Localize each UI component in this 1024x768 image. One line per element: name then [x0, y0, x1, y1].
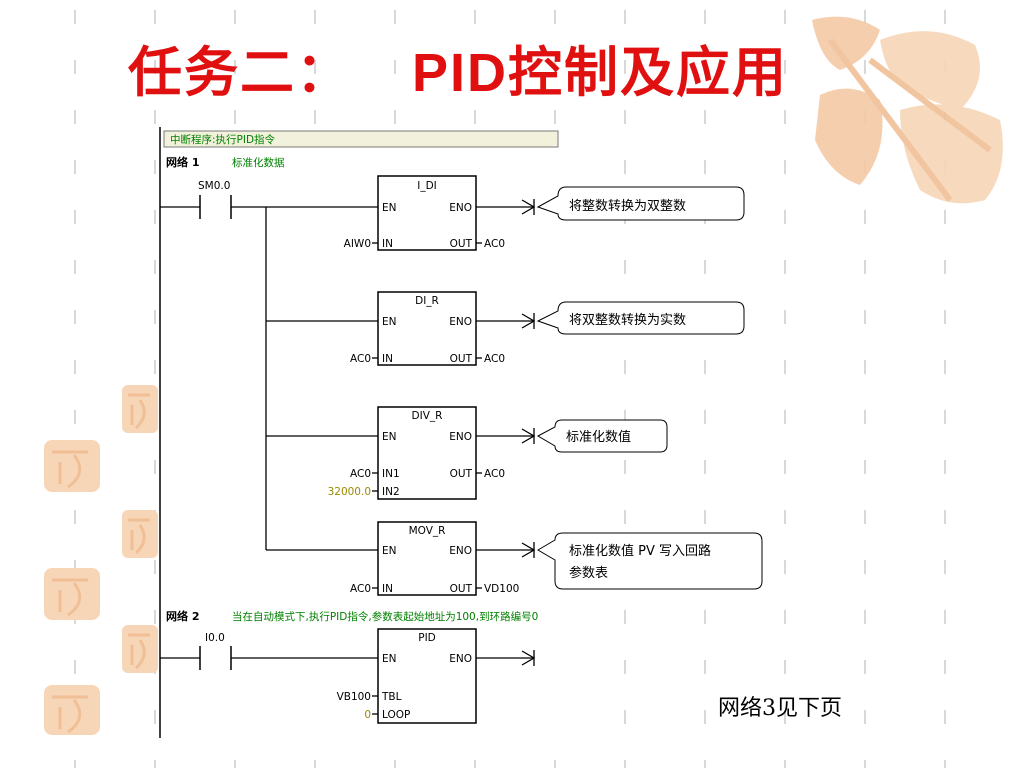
- out-value: AC0: [484, 468, 505, 480]
- pin-en: EN: [382, 202, 397, 214]
- eno-arrow-icon: [521, 542, 536, 558]
- in-value: AIW0: [344, 238, 371, 250]
- pin-eno: ENO: [449, 545, 472, 557]
- in2-value: 32000.0: [328, 486, 371, 498]
- pin-out: OUT: [450, 353, 473, 365]
- network1-comment: 标准化数据: [232, 156, 285, 169]
- network2-contact-address: I0.0: [205, 632, 225, 644]
- pin-in: IN: [382, 238, 393, 250]
- pin-eno: ENO: [449, 202, 472, 214]
- pin-loop: LOOP: [382, 709, 410, 721]
- title-topic: PID控制及应用: [412, 43, 789, 103]
- pin-en: EN: [382, 316, 397, 328]
- watermark-seal-large: [812, 16, 1003, 204]
- function-block-di-r[interactable]: DI_R EN ENO IN OUT: [377, 291, 477, 366]
- callout-text-line1: 标准化数值 PV 写入回路: [569, 543, 711, 559]
- callout-3: 标准化数值: [536, 419, 668, 453]
- callout-2: 将双整数转换为实数: [536, 301, 745, 335]
- in-value: AC0: [350, 353, 371, 365]
- in1-value: AC0: [350, 468, 371, 480]
- function-block-pid[interactable]: PID EN ENO TBL LOOP: [377, 628, 477, 724]
- pin-out: OUT: [450, 468, 473, 480]
- network2-comment: 当在自动模式下,执行PID指令,参数表起始地址为100,到环路编号0: [232, 610, 538, 623]
- network1-contact-address: SM0.0: [198, 180, 230, 192]
- network1-contact[interactable]: [160, 195, 378, 219]
- loop-value: 0: [364, 709, 371, 721]
- network1-label: 网络 1: [166, 155, 199, 169]
- callout-4: 标准化数值 PV 写入回路 参数表: [537, 532, 763, 590]
- block-title: PID: [418, 632, 436, 644]
- pin-en: EN: [382, 431, 397, 443]
- pin-tbl: TBL: [381, 691, 402, 703]
- block-title: MOV_R: [409, 525, 446, 537]
- network2-contact[interactable]: [160, 646, 378, 670]
- pin-in: IN: [382, 353, 393, 365]
- ladder-panel: [158, 127, 558, 739]
- in-value: AC0: [350, 583, 371, 595]
- footer-note: 网络3见下页: [718, 696, 842, 721]
- pin-in: IN: [382, 583, 393, 595]
- pin-eno: ENO: [449, 653, 472, 665]
- pin-out: OUT: [450, 238, 473, 250]
- pin-en: EN: [382, 653, 397, 665]
- out-value: AC0: [484, 353, 505, 365]
- block-title: I_DI: [417, 180, 437, 192]
- function-block-div-r[interactable]: DIV_R EN ENO IN1 OUT IN2: [377, 406, 477, 500]
- pin-eno: ENO: [449, 316, 472, 328]
- subroutine-header: 中断程序:执行PID指令: [170, 133, 276, 146]
- block-title: DIV_R: [412, 410, 443, 422]
- callout-text-line2: 参数表: [569, 565, 608, 581]
- callout-text: 标准化数值: [566, 429, 631, 445]
- watermark-seal-small: [44, 385, 158, 735]
- eno-arrow-icon: [521, 428, 536, 444]
- callout-text: 将整数转换为双整数: [569, 199, 686, 214]
- subroutine-header-bar: [163, 130, 559, 148]
- callout-1: 将整数转换为双整数: [536, 186, 745, 221]
- network2-label: 网络 2: [166, 609, 199, 623]
- function-block-i-di[interactable]: I_DI EN ENO IN OUT: [377, 175, 477, 251]
- slide-title: 任务二： PID控制及应用: [128, 28, 788, 107]
- pin-in1: IN1: [382, 468, 400, 480]
- eno-arrow-icon: [521, 313, 536, 329]
- pin-en: EN: [382, 545, 397, 557]
- function-block-mov-r[interactable]: MOV_R EN ENO IN OUT: [377, 521, 477, 596]
- title-task-label: 任务二：: [128, 41, 352, 104]
- pin-out: OUT: [450, 583, 473, 595]
- eno-arrow-icon: [521, 199, 536, 215]
- pin-eno: ENO: [449, 431, 472, 443]
- pin-in2: IN2: [382, 486, 400, 498]
- tbl-value: VB100: [337, 691, 371, 703]
- block-title: DI_R: [415, 295, 439, 307]
- out-value: VD100: [484, 583, 519, 595]
- out-value: AC0: [484, 238, 505, 250]
- eno-arrow-icon: [521, 650, 536, 666]
- callout-text: 将双整数转换为实数: [569, 313, 686, 328]
